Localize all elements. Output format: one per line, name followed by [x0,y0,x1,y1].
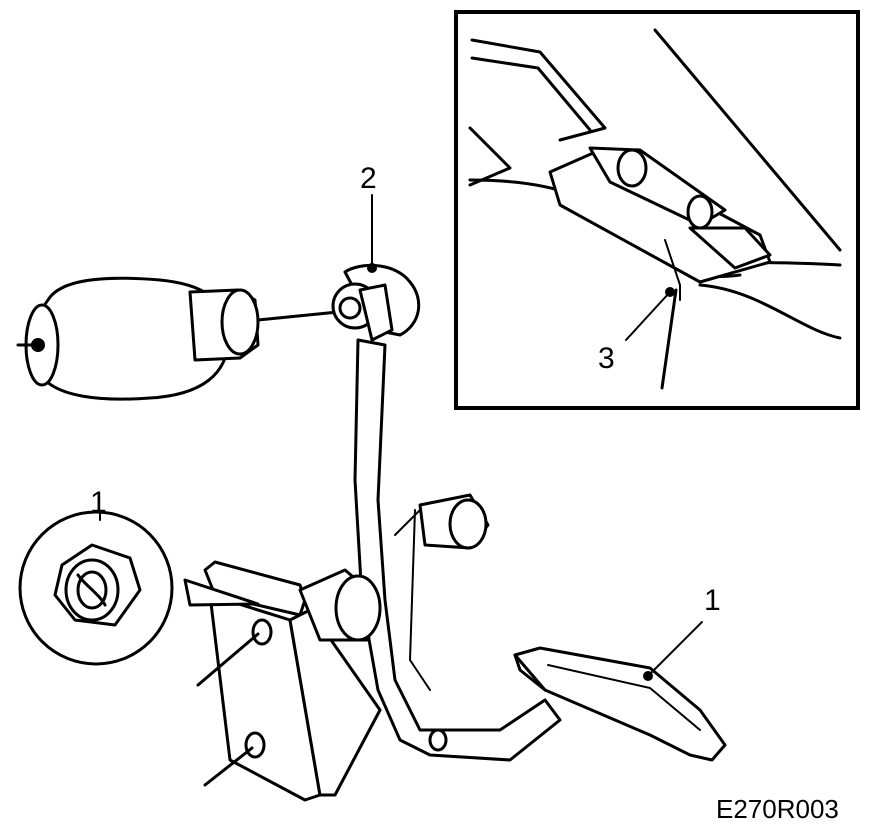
callout-1-nut-label: 1 [90,486,107,519]
pedal-arm: 2 [331,162,562,762]
inset-detail: 3 [454,10,860,410]
bushing-cylinder [16,276,340,401]
figure-code: E270R003 [716,794,839,824]
pedal-pad: 1 [513,584,727,762]
callout-1-pedal-label: 1 [704,584,721,617]
callout-3-leader [625,291,671,341]
nut-detail: 1 [18,486,260,666]
callout-2-label: 2 [360,162,377,195]
callout-3-label: 3 [598,342,615,375]
callout-1-pedal-leader [647,621,703,677]
